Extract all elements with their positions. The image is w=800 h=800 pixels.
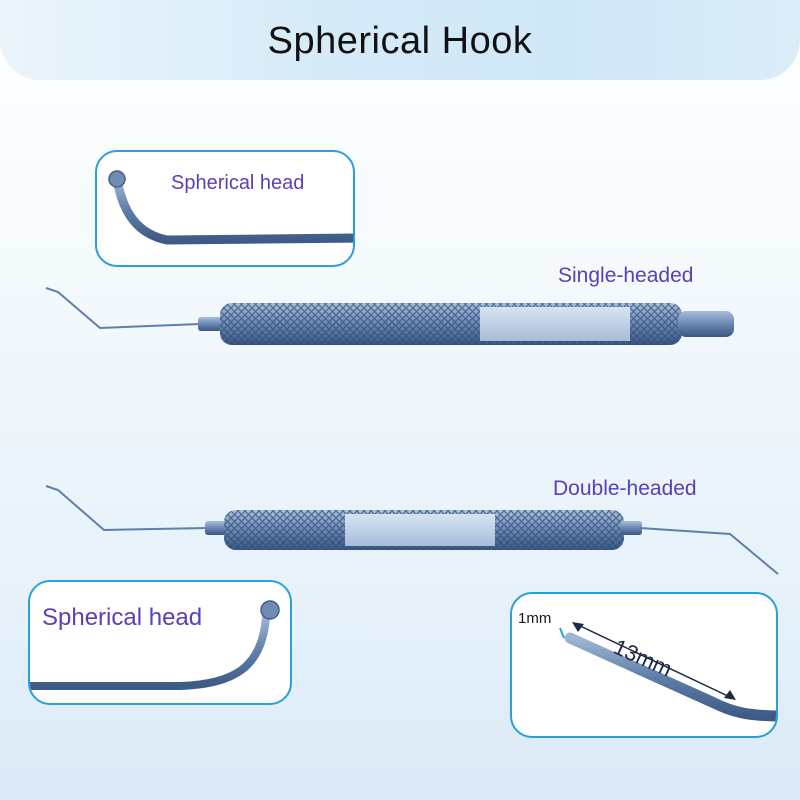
spherical-head-closeup-image [30, 600, 280, 690]
title-banner [0, 0, 800, 80]
spherical-head-label: Spherical head [171, 172, 305, 194]
callout-spherical-head-top: Spherical head [95, 150, 355, 267]
spherical-head-label: Spherical head [42, 604, 203, 631]
tip-dimension-image [559, 622, 776, 722]
single-headed-label: Single-headed [558, 264, 694, 287]
double-headed-label: Double-headed [553, 477, 697, 500]
page-title: Spherical Hook [267, 20, 533, 62]
spherical-head-closeup-image [108, 170, 353, 245]
callout-dimensions: 1mm 13mm [510, 592, 778, 738]
callout-spherical-head-bottom: Spherical head [28, 580, 292, 705]
diameter-label: 1mm [518, 610, 552, 627]
